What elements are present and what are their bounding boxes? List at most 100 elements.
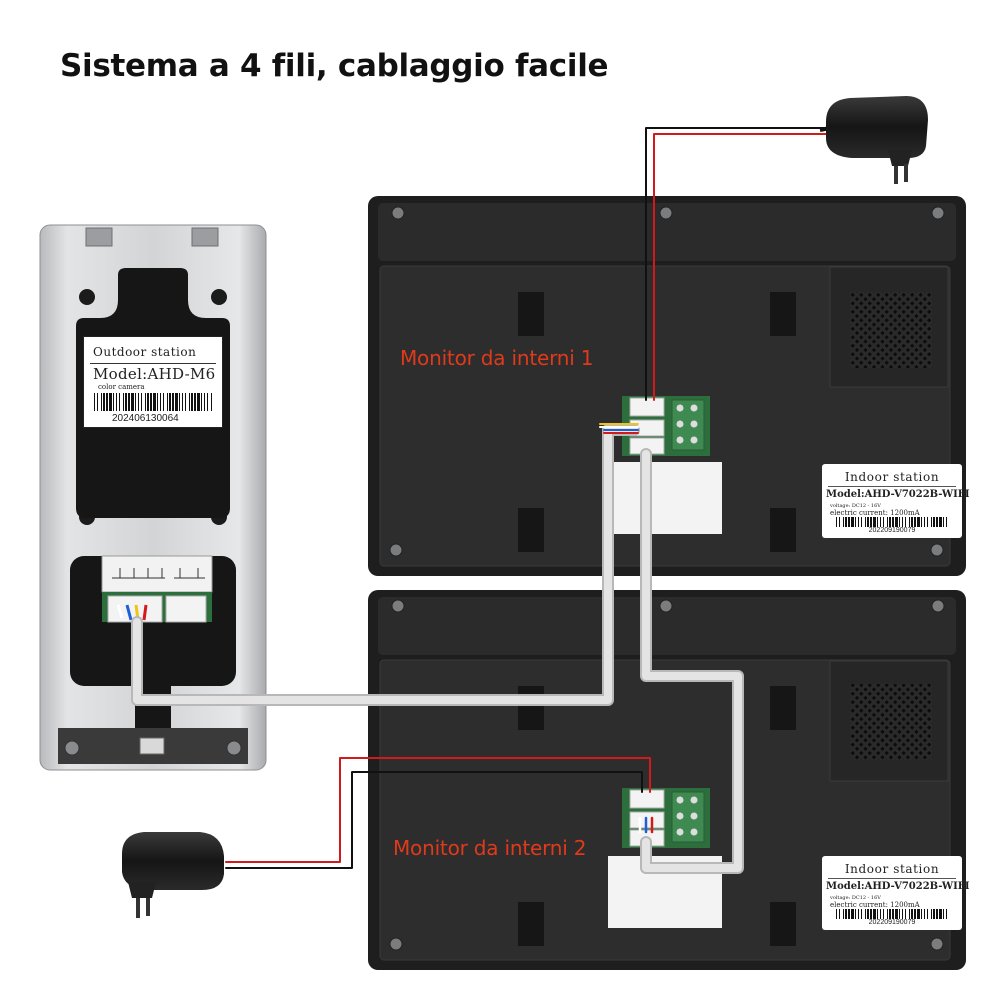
- terminal-label-strip: [101, 555, 213, 593]
- barcode-bar: [914, 517, 916, 527]
- indoor-station-1-label: Indoor station Model:AHD-V7022B-WIFI vol…: [822, 464, 970, 538]
- indoor-station-1-current: electric current: 1200mA: [830, 509, 920, 517]
- barcode-bar: [858, 517, 859, 527]
- barcode-bar: [125, 393, 127, 411]
- barcode: [836, 909, 947, 919]
- barcode-bar: [927, 517, 928, 527]
- barcode-bar: [848, 909, 850, 919]
- barcode-bar: [843, 909, 844, 919]
- barcode-bar: [138, 393, 139, 411]
- barcode-bar: [97, 393, 98, 411]
- barcode-bar: [911, 909, 913, 919]
- mount-slot: [518, 686, 544, 730]
- indoor-station-2-label: Indoor station Model:AHD-V7022B-WIFI vol…: [822, 856, 970, 930]
- barcode-bar: [135, 393, 136, 411]
- barcode-bar: [861, 909, 862, 919]
- barcode-bar: [936, 517, 938, 527]
- barcode-bar: [939, 909, 942, 919]
- screw: [931, 599, 945, 613]
- barcode-bar: [147, 393, 149, 411]
- barcode-bar: [883, 517, 884, 527]
- barcode-bar: [887, 909, 888, 919]
- indoor-monitor-1: [368, 196, 966, 576]
- monitor-2-top-bar: [378, 597, 956, 655]
- barcode-bar: [883, 909, 884, 919]
- barcode-bar: [895, 517, 898, 527]
- power-wire-black-2: [225, 771, 643, 869]
- screw: [226, 740, 242, 756]
- barcode-bar: [873, 909, 876, 919]
- barcode-bar: [94, 393, 95, 411]
- outdoor-station-serial: 202406130064: [112, 413, 179, 424]
- cables: [131, 127, 829, 874]
- barcode-bar: [858, 909, 859, 919]
- barcode-bar: [106, 393, 108, 411]
- barcode-bar: [119, 393, 120, 411]
- barcode-bar: [201, 393, 202, 411]
- mount-slot: [770, 902, 796, 946]
- monitor-1-top-bar: [378, 203, 956, 261]
- mounting-tab: [85, 227, 113, 247]
- barcode-bar: [211, 393, 212, 411]
- adapter-1-plug: [888, 150, 912, 166]
- barcode: [836, 517, 947, 527]
- power-adapter-2: [122, 832, 224, 918]
- indoor-station-1-model: Model:AHD-V7022B-WIFI: [826, 489, 970, 500]
- barcode-bar: [845, 909, 847, 919]
- barcode-bar: [933, 909, 935, 919]
- barcode-bar: [167, 393, 168, 411]
- page-title: Sistema a 4 fili, cablaggio facile: [60, 48, 609, 84]
- barcode-bar: [185, 393, 186, 411]
- barcode-bar: [911, 517, 913, 527]
- barcode-bar: [880, 909, 881, 919]
- barcode-bar: [128, 393, 130, 411]
- monitor-1-connector-power: [629, 397, 665, 417]
- monitor-1-white-pad: [608, 462, 722, 534]
- barcode-bar: [189, 393, 190, 411]
- barcode-bar: [921, 909, 922, 919]
- mounting-tab: [191, 227, 219, 247]
- power-wire-red-2: [225, 757, 651, 863]
- barcode-bar: [902, 517, 903, 527]
- barcode-bar: [917, 517, 920, 527]
- barcode-bar: [204, 393, 205, 411]
- indoor-station-1-voltage: voltage: DC12 - 16V: [830, 503, 881, 509]
- barcode-bar: [917, 909, 920, 919]
- screw: [391, 206, 405, 220]
- outdoor-station-model: Model:AHD-M6: [93, 365, 216, 383]
- outdoor-station-heading: Outdoor station: [93, 345, 197, 359]
- barcode-bar: [855, 517, 856, 527]
- barcode-bar: [936, 909, 938, 919]
- barcode-bar: [889, 517, 891, 527]
- barcode-bar: [855, 909, 856, 919]
- barcode-bar: [877, 517, 878, 527]
- barcode-bar: [946, 909, 947, 919]
- barcode-bar: [927, 909, 928, 919]
- barcode-bar: [182, 393, 183, 411]
- barcode-bar: [895, 909, 898, 919]
- monitor-1-label: Monitor da interni 1: [400, 346, 594, 370]
- barcode-bar: [861, 517, 862, 527]
- barcode-bar: [867, 909, 869, 919]
- barcode-bar: [865, 517, 866, 527]
- barcode-bar: [931, 909, 932, 919]
- screw: [389, 543, 403, 557]
- barcode-bar: [905, 909, 906, 919]
- barcode-bar: [943, 517, 944, 527]
- mounting-hole: [79, 289, 95, 305]
- barcode-bar: [924, 909, 925, 919]
- indoor-station-2-heading: Indoor station: [844, 862, 940, 876]
- barcode-bar: [836, 517, 837, 527]
- barcode-bar: [197, 393, 200, 411]
- screw: [931, 206, 945, 220]
- barcode-bar: [836, 909, 837, 919]
- indoor-station-2-serial: 202209190079: [868, 919, 916, 926]
- barcode-bar: [921, 517, 922, 527]
- barcode-bar: [141, 393, 142, 411]
- barcode-bar: [172, 393, 174, 411]
- barcode-bar: [892, 909, 894, 919]
- monitor-2-speaker-grille: [850, 684, 932, 760]
- barcode-bar: [153, 393, 156, 411]
- barcode-bar: [157, 393, 158, 411]
- indoor-station-2-voltage: voltage: DC12 - 16V: [830, 895, 881, 901]
